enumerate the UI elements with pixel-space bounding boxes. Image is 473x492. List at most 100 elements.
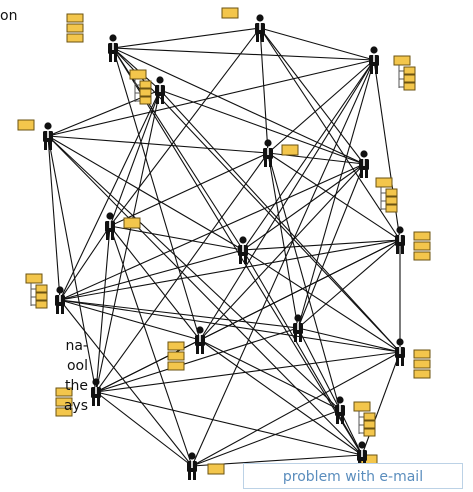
connection-line [112,27,261,49]
connection-line [59,225,111,301]
person-icon [293,314,303,342]
folder-tree-icon [25,273,48,309]
connection-line [59,239,401,301]
document-block [66,23,84,33]
document-block [363,412,376,421]
connection-line [109,225,193,467]
connection-line [59,89,161,301]
connection-line [95,391,363,456]
document-block [167,341,185,351]
caption-box: problem with e-mail [243,463,463,489]
document-block [413,369,431,379]
people-nodes [17,7,431,480]
connection-line [112,47,365,165]
connection-line [95,152,269,393]
document-block [385,188,398,197]
document-block [363,428,376,437]
connection-line [109,225,244,251]
document-icon [17,119,35,131]
connection-line [112,47,161,91]
connection-line [59,163,365,301]
person-icon [195,326,205,354]
folder-tree-icon [375,177,398,213]
connection-line [109,152,269,227]
connection-line [191,409,341,467]
document-block [167,351,185,361]
document-block [35,300,48,309]
connection-line [259,27,365,165]
connection-line [112,47,401,353]
document-block [385,204,398,213]
tree-branch [134,79,140,102]
document-block [281,144,299,156]
cropped-line: the [65,378,88,394]
connection-line [159,89,365,165]
person-icon [335,396,345,424]
tree-branch [398,65,404,88]
connection-line [242,163,365,251]
person-node [187,452,225,480]
connection-line [59,299,401,353]
person-icon [238,236,248,264]
cropped-line: na- [65,338,88,354]
person-icon [55,286,65,314]
folder-tree-icon [129,69,152,105]
document-block [139,88,152,97]
person-node [369,46,416,91]
connection-lines [47,27,401,467]
person-node [238,236,248,264]
connection-line [191,351,401,467]
document-block [403,74,416,83]
person-node [221,7,265,42]
document-block [353,401,371,412]
connection-line [47,135,244,251]
connection-line [95,89,161,393]
tree-branch [380,187,386,210]
connection-line [112,47,363,456]
person-node [129,69,165,105]
person-icon [155,76,165,104]
connection-line [373,59,401,241]
document-block [413,359,431,369]
document-stack-icon [167,341,185,371]
folder-tree-icon [353,401,376,437]
connection-line [297,239,401,329]
document-icon [221,7,239,19]
connection-line [242,59,375,251]
person-node [17,119,53,150]
connection-line [59,299,201,341]
cropped-line: ays [63,398,88,414]
document-stack-icon [66,13,84,43]
connection-line [47,135,341,411]
document-block [413,241,431,251]
document-block [35,292,48,301]
connection-line [259,27,401,241]
document-icon [207,463,225,475]
person-node [293,314,303,342]
cropped-text-left: na- ool the ays [0,336,88,416]
person-node [66,13,118,62]
person-node [167,326,205,371]
connection-line [112,47,375,61]
person-icon [91,378,101,406]
connection-line [199,339,363,456]
tree-branch [30,283,36,306]
document-block [403,66,416,75]
person-icon [263,139,273,167]
person-node [395,226,431,261]
document-block [55,387,73,397]
document-block [221,7,239,19]
document-block [363,420,376,429]
connection-line [95,225,111,393]
person-icon [187,452,197,480]
connection-line [267,59,375,154]
connection-line [47,135,61,301]
document-block [129,69,147,80]
connection-line [259,27,375,61]
connection-line [259,27,269,154]
cropped-text-top: on [0,8,18,24]
document-icon [281,144,299,156]
connection-line [59,299,299,329]
connection-line [47,135,97,393]
